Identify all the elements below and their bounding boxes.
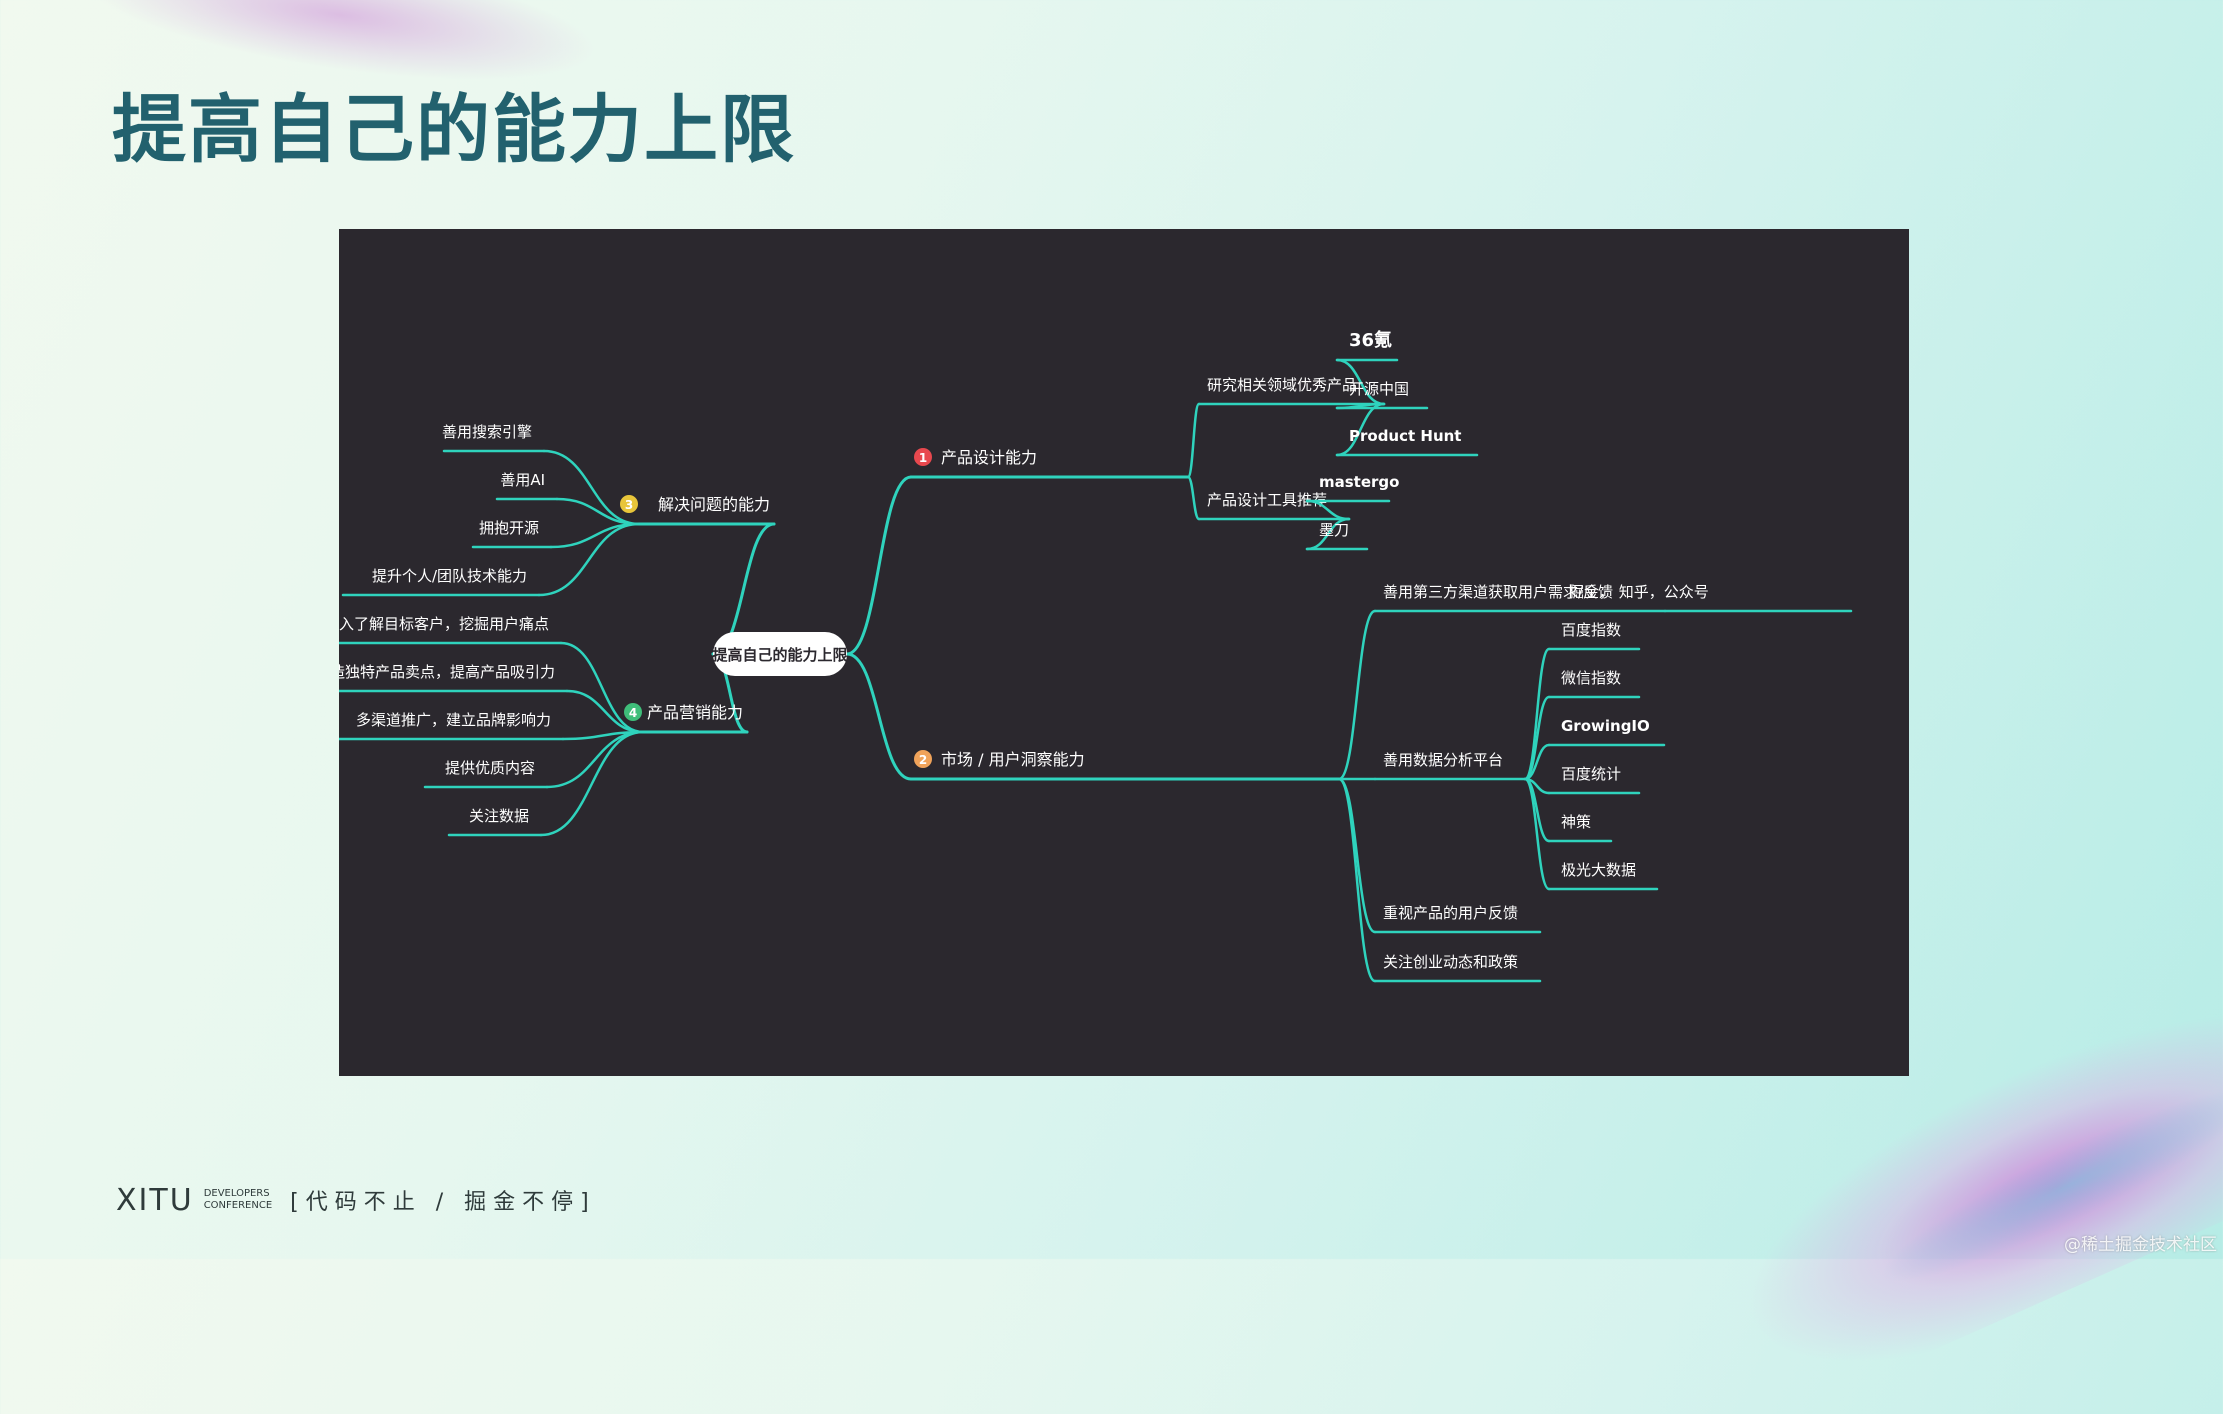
grandchild-label: 墨刀	[1319, 521, 1349, 539]
branch-label: 产品设计能力	[941, 448, 1037, 467]
footer: XITU DEVELOPERS CONFERENCE [代码不止 / 掘金不停]	[116, 1182, 596, 1218]
child-label: 提升个人/团队技术能力	[372, 567, 527, 585]
root-node	[713, 632, 847, 676]
child-connector	[542, 449, 641, 526]
grandchild-label: 百度指数	[1561, 621, 1621, 639]
mindmap-panel: 1 产品设计能力 研究相关领域优秀产品 36氪开源中国 Product Hunt 产品设计…	[339, 229, 1909, 1076]
grandchild-label: 极光大数据	[1561, 861, 1636, 879]
child-label: 善用数据分析平台	[1383, 751, 1503, 769]
grandchild-label: 百度统计	[1561, 765, 1621, 783]
branch-badge	[624, 703, 642, 721]
conference-logo: XITU	[116, 1182, 194, 1218]
child-label: 善用第三方渠道获取用户需求/反馈	[1383, 583, 1613, 601]
child-label: 产品设计工具推荐	[1207, 491, 1327, 509]
conference-logo-subtitle: DEVELOPERS CONFERENCE	[204, 1188, 272, 1212]
grandchild-label: mastergo	[1319, 473, 1399, 491]
child-label: 拥抱开源	[479, 519, 539, 537]
grandchild-label: 掘金， 知乎，公众号	[1569, 583, 1709, 601]
grandchild-connector	[1523, 777, 1551, 891]
grandchild-connector	[1335, 402, 1386, 457]
grandchild-label: 开源中国	[1349, 380, 1409, 398]
slide-title: 提高自己的能力上限	[112, 87, 796, 173]
branch-badge	[620, 495, 638, 513]
logo-subtitle-line-1: DEVELOPERS	[203, 1188, 270, 1199]
branch-connector	[845, 652, 913, 781]
grandchild-label: 神策	[1561, 813, 1591, 831]
watermark: @稀土掘金技术社区	[2064, 1235, 2217, 1255]
child-connector	[565, 689, 645, 734]
grandchild-label: 微信指数	[1561, 669, 1621, 687]
child-connector	[559, 641, 645, 734]
branch-label: 解决问题的能力	[658, 495, 770, 514]
child-connector	[1337, 777, 1377, 983]
child-label: 善用搜索引擎	[442, 423, 532, 441]
branch-badge-number: 2	[919, 753, 927, 767]
grandchild-label: Product Hunt	[1349, 427, 1461, 445]
child-label: 多渠道推广，建立品牌影响力	[356, 711, 551, 729]
branch-badge-number: 3	[625, 498, 633, 512]
grandchild-label: GrowingIO	[1561, 717, 1650, 735]
branch-label: 市场 / 用户洞察能力	[941, 750, 1085, 769]
branch-badge-number: 1	[919, 451, 927, 465]
child-label: 关注数据	[469, 807, 529, 825]
child-connector	[1186, 475, 1201, 521]
root-node-label: 提高自己的能力上限	[712, 646, 847, 664]
slogan: [代码不止 / 掘金不停]	[290, 1190, 596, 1215]
child-label: 深入了解目标客户，挖掘用户痛点	[339, 615, 549, 633]
child-label: 研究相关领域优秀产品	[1207, 376, 1357, 394]
child-label: 善用AI	[500, 471, 545, 489]
child-connector	[1186, 402, 1201, 479]
child-connector	[1337, 609, 1377, 781]
child-connector	[555, 497, 641, 526]
branch-connector	[845, 475, 913, 656]
child-connector	[537, 522, 641, 597]
grandchild-connector	[1523, 695, 1551, 781]
branch-badge	[914, 448, 932, 466]
branch-badge-number: 4	[629, 706, 637, 720]
child-label: 提供优质内容	[445, 759, 535, 777]
child-connector	[549, 522, 641, 549]
child-connector	[1337, 777, 1377, 934]
child-label: 打造独特产品卖点，提高产品吸引力	[339, 663, 555, 681]
child-connector	[539, 730, 645, 837]
grandchild-label: 36氪	[1349, 329, 1392, 351]
child-label: 关注创业动态和政策	[1383, 953, 1518, 971]
logo-subtitle-line-2: CONFERENCE	[203, 1200, 273, 1211]
child-label: 重视产品的用户反馈	[1383, 904, 1518, 922]
branch-label: 产品营销能力	[647, 703, 743, 722]
branch-badge	[914, 750, 932, 768]
